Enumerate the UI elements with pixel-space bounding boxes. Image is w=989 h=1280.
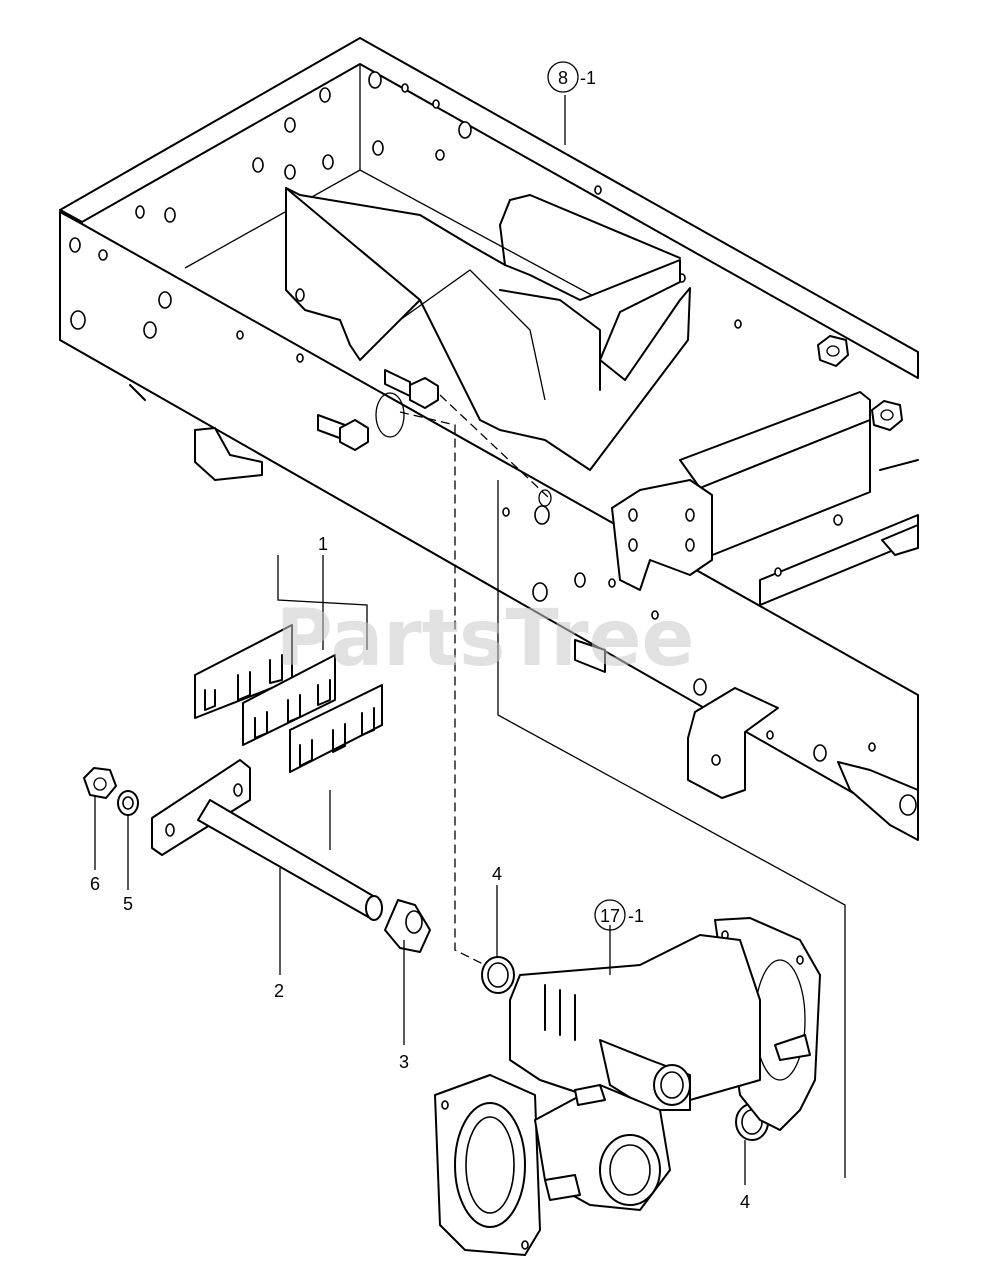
callout-5: 5 (123, 894, 133, 914)
pivot-pin (151, 759, 383, 921)
axle-housing (434, 917, 821, 1256)
callout-2: 2 (274, 981, 284, 1001)
callout-17-1: 17 -1 (594, 899, 644, 931)
lock-washer (117, 790, 139, 816)
callout-17-label: 17 (600, 906, 620, 926)
spacer-bushing (384, 899, 431, 953)
callout-1: 1 (318, 534, 328, 554)
frame-holes (69, 71, 876, 762)
callout-6: 6 (90, 874, 100, 894)
shim-stack (194, 624, 383, 773)
callout-3: 3 (399, 1052, 409, 1072)
frame-assembly (59, 37, 919, 841)
leader-lines (94, 95, 746, 1185)
hex-nut (83, 767, 117, 799)
callout-17-suffix: -1 (628, 906, 644, 926)
callout-4-lower: 4 (740, 1192, 750, 1212)
callout-8-suffix: -1 (580, 68, 596, 88)
callout-8-1: 8 -1 (547, 61, 596, 93)
watermark-text: PartsTree (276, 594, 695, 684)
seal-upper (481, 956, 515, 994)
callout-8-label: 8 (558, 68, 568, 88)
callout-4-upper: 4 (492, 864, 502, 884)
